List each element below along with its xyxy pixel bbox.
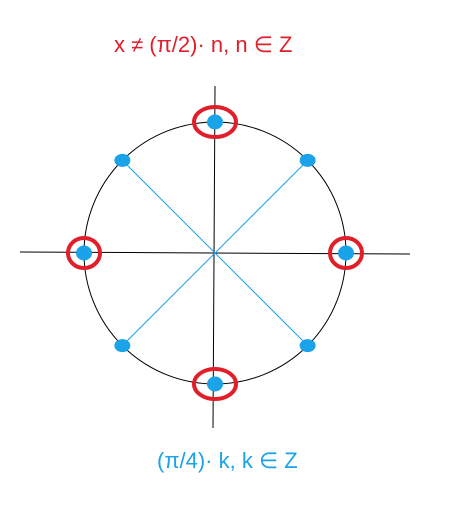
- excluded-point-ring: [192, 367, 238, 401]
- diagonal-lines: [122, 160, 308, 346]
- solution-points: [76, 114, 354, 392]
- solution-point: [207, 114, 223, 130]
- excluded-point-ring: [192, 105, 238, 139]
- excluded-rings: [66, 105, 364, 401]
- excluded-condition-label: x ≠ (π/2)· n, n ∈ Z: [114, 32, 293, 57]
- diagonal-line: [122, 160, 308, 346]
- solution-point: [76, 245, 92, 261]
- excluded-point-ring: [66, 236, 102, 270]
- excluded-point-ring: [328, 236, 364, 270]
- solution-point: [299, 153, 316, 167]
- solution-point: [338, 245, 354, 261]
- solution-point: [207, 376, 223, 392]
- solution-point: [114, 339, 131, 353]
- solution-point: [299, 339, 316, 353]
- solution-point: [114, 153, 131, 167]
- solution-set-label: (π/4)· k, k ∈ Z: [157, 448, 298, 473]
